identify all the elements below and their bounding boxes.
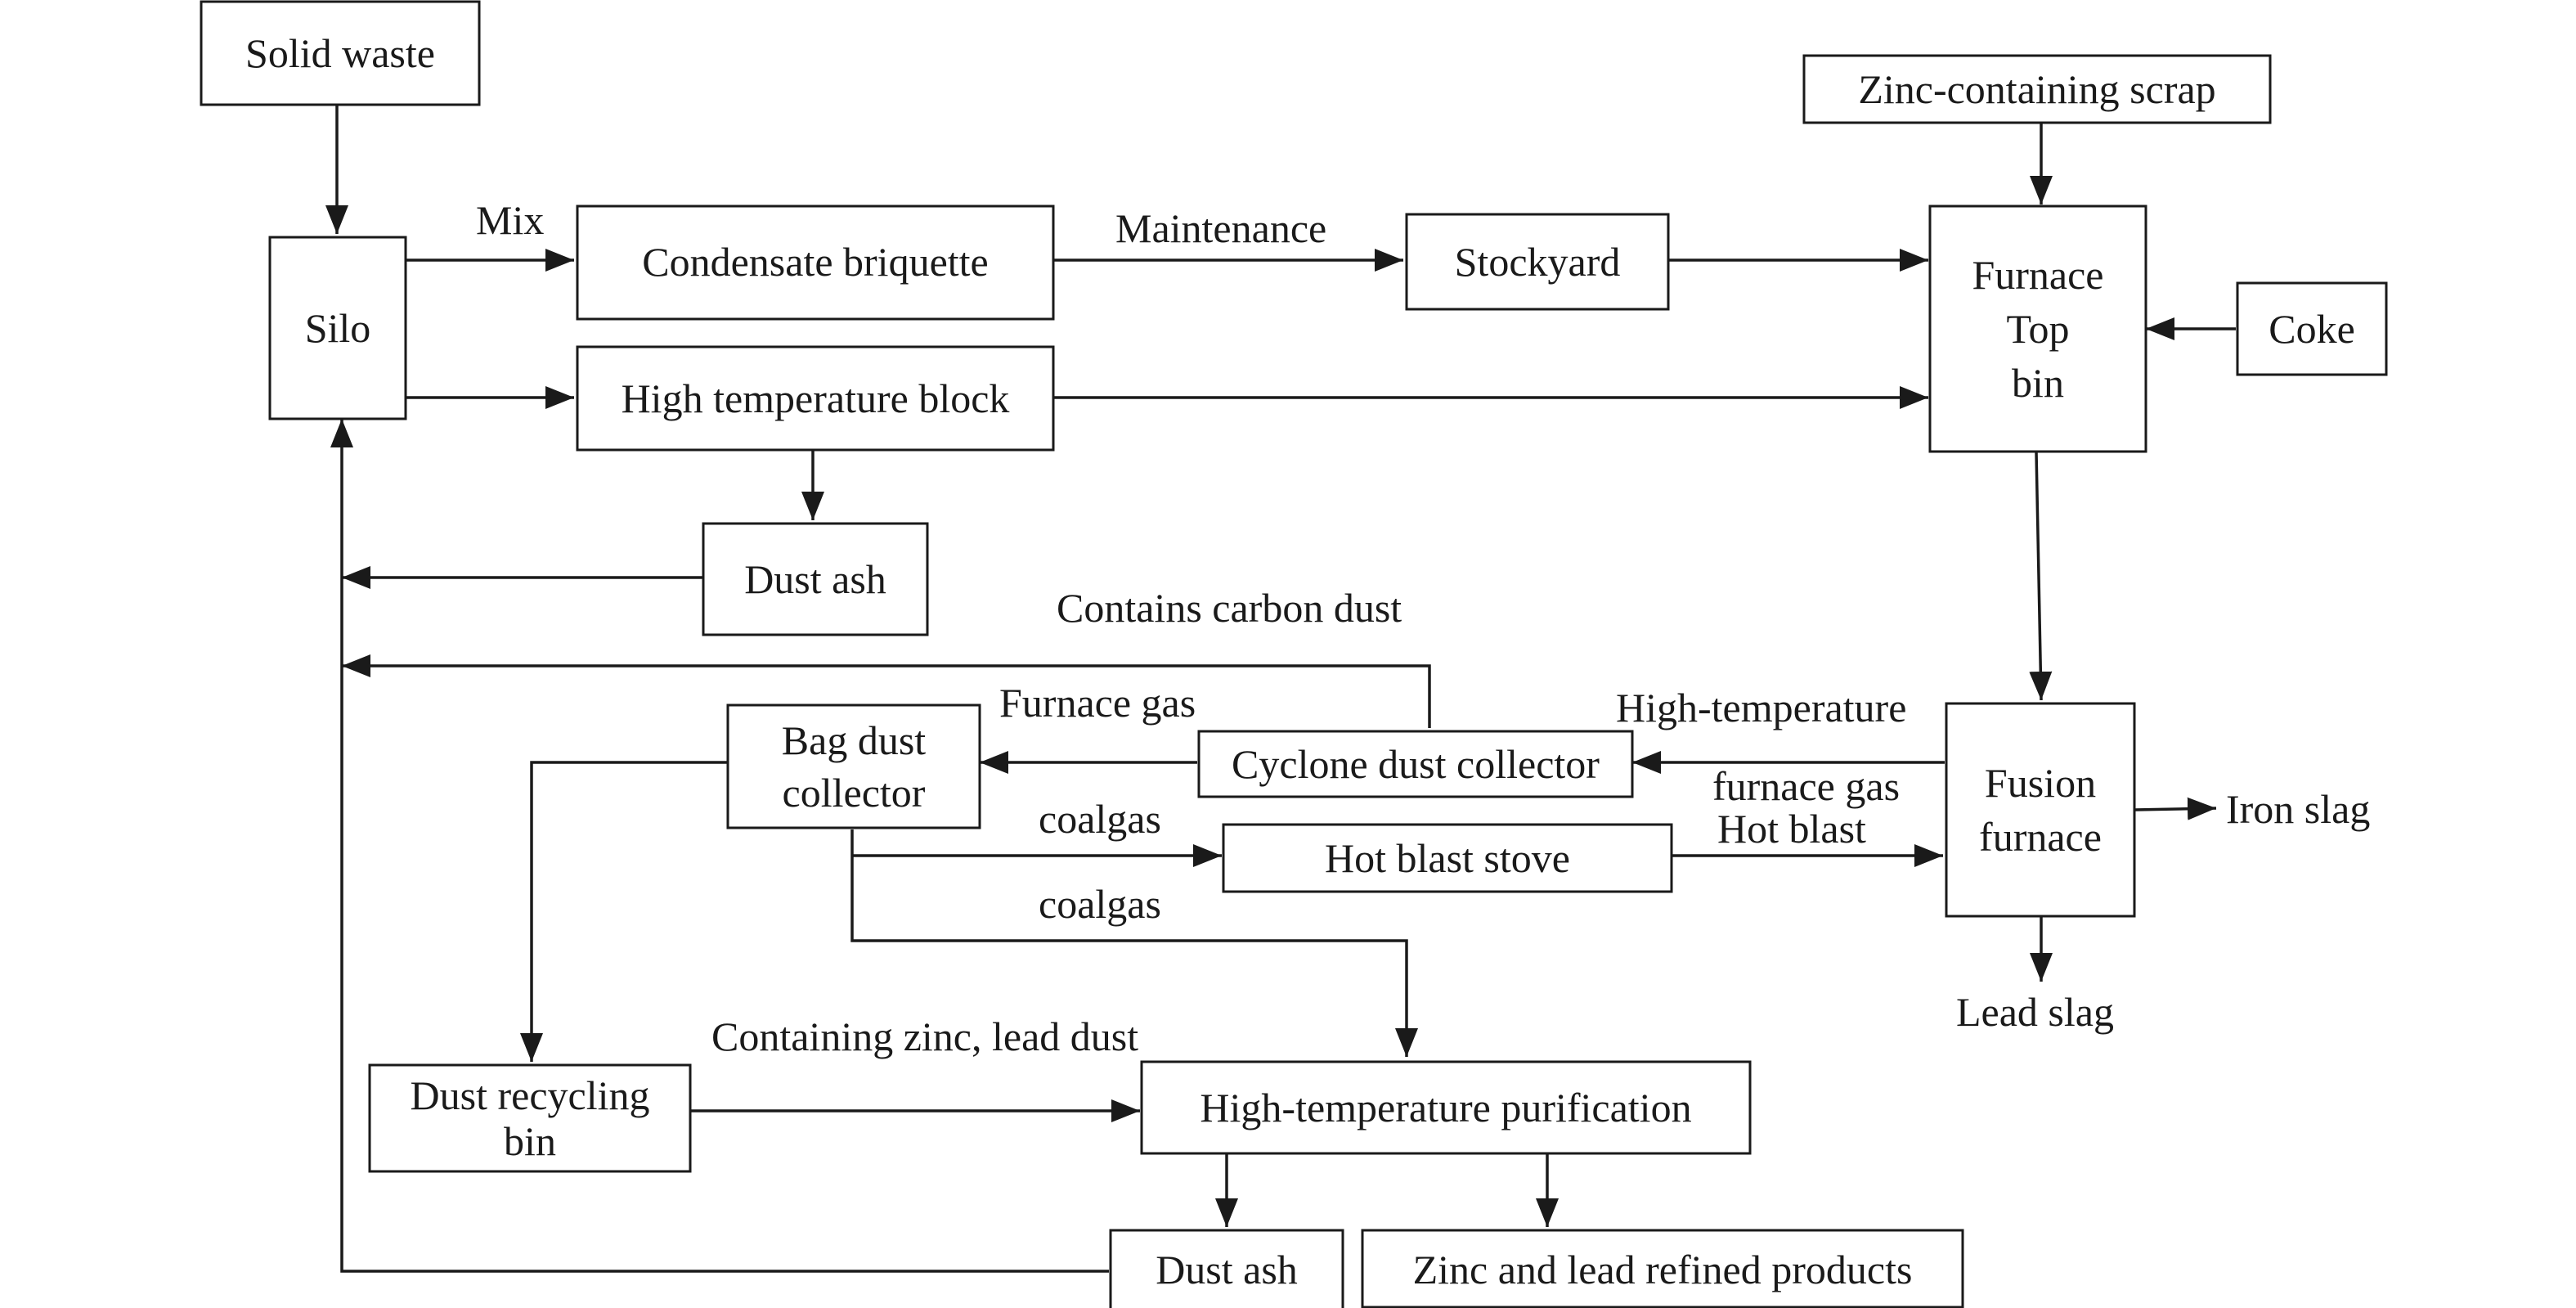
svg-text:High temperature block: High temperature block [622,375,1010,421]
svg-text:Stockyard: Stockyard [1455,239,1621,285]
node-silo: Silo [268,236,407,420]
terminal-iron-slag: Iron slag [2226,786,2370,832]
node-high-temperature-block: High temperature block [576,345,1055,452]
node-furnace-top-bin-label-line-1: Furnace [1972,252,2103,298]
node-stockyard-label-line-1: Stockyard [1455,239,1621,285]
terminal-lead-slag: Lead slag [1956,989,2114,1035]
node-hot-blast-stove: Hot blast stove [1222,823,1673,893]
node-bag-dust-collector-label-line-1: Bag dust [782,717,927,763]
edge-label-contains-carbon-dust: Contains carbon dust [1057,585,1402,631]
node-hot-blast-stove-label-line-1: Hot blast stove [1325,835,1570,881]
node-condensate-briquette-label-line-1: Condensate briquette [642,239,989,285]
node-high-temperature-purification: High-temperature purification [1140,1060,1752,1155]
node-solid-waste-label-line-1: Solid waste [245,30,435,76]
node-high-temperature-purification-label-line-1: High-temperature purification [1200,1085,1691,1130]
node-bag-dust-collector: Bag dust collector [726,703,981,829]
edge-label-furnace-gas: Furnace gas [999,680,1196,726]
node-furnace-top-bin-label-line-3: bin [2012,360,2064,406]
svg-text:Dust ash: Dust ash [1156,1247,1298,1292]
svg-text:Cyclone dust collector: Cyclone dust collector [1232,741,1600,787]
edge-label-coalgas-upper: coalgas [1039,796,1161,842]
node-coke-label-line-1: Coke [2269,306,2355,352]
edge-bag-collector-to-dust-recycling-bin [520,761,728,1062]
edge-label-high-temperature: High-temperature [1616,685,1906,730]
edge-label-mix: Mix [476,197,544,243]
svg-text:Dust ash: Dust ash [744,556,886,602]
node-high-temperature-block-label-line-1: High temperature block [622,375,1010,421]
edge-label-hot-blast: Hot blast [1717,806,1866,852]
edge-label-furnace-gas-lower: furnace gas [1712,763,1900,809]
node-fusion-furnace-label-line-2: furnace [1979,814,2102,860]
edge-label-containing-zinc-lead-dust: Containing zinc, lead dust [711,1014,1138,1059]
node-zinc-lead-refined-products-label-line-1: Zinc and lead refined products [1413,1247,1913,1292]
node-furnace-top-bin-label-line-2: Top [2006,306,2069,352]
nodes-layer: Solid waste Silo Condensate briquette Hi… [200,0,2388,1308]
edge-dust-ash-to-silo [330,419,1109,1273]
node-silo-label-line-1: Silo [305,305,371,351]
edges-layer [325,105,2236,1273]
node-zinc-containing-scrap: Zinc-containing scrap [1802,54,2272,124]
svg-text:High-temperature purification: High-temperature purification [1200,1085,1691,1130]
svg-text:Solid waste: Solid waste [245,30,435,76]
svg-text:Hot blast stove: Hot blast stove [1325,835,1570,881]
node-cyclone-dust-collector: Cyclone dust collector [1197,730,1634,798]
node-bag-dust-collector-label-line-2: collector [783,770,926,816]
svg-text:Silo: Silo [305,305,371,351]
edge-cyclone-to-return-line [342,654,1431,728]
node-cyclone-dust-collector-label-line-1: Cyclone dust collector [1232,741,1600,787]
svg-text:Coke: Coke [2269,306,2355,352]
node-dust-ash-bottom-label-line-1: Dust ash [1156,1247,1298,1292]
edge-fusion-furnace-to-iron-slag [2134,797,2217,820]
edge-label-maintenance: Maintenance [1115,205,1326,251]
node-condensate-briquette: Condensate briquette [576,205,1055,321]
node-fusion-furnace-label-line-1: Fusion [1985,760,2096,806]
node-stockyard: Stockyard [1405,213,1670,311]
node-dust-recycling-bin-label-line-1: Dust recycling [411,1072,650,1118]
node-solid-waste: Solid waste [200,0,481,106]
node-zinc-containing-scrap-label-line-1: Zinc-containing scrap [1858,66,2215,112]
node-dust-ash-bottom: Dust ash [1109,1229,1344,1308]
edge-bag-collector-to-purification [850,829,1418,1057]
node-dust-ash-top-label-line-1: Dust ash [744,556,886,602]
svg-text:Zinc and lead refined products: Zinc and lead refined products [1413,1247,1913,1292]
svg-text:Condensate briquette: Condensate briquette [642,239,989,285]
node-dust-ash-top: Dust ash [702,522,929,636]
node-fusion-furnace: Fusion furnace [1945,702,2136,918]
svg-text:Zinc-containing scrap: Zinc-containing scrap [1858,66,2215,112]
node-zinc-lead-refined-products: Zinc and lead refined products [1361,1229,1964,1308]
edge-label-coalgas-lower: coalgas [1039,881,1161,927]
labels-layer: Mix Maintenance Contains carbon dust Fur… [476,197,2370,1059]
node-dust-recycling-bin-label-line-2: bin [504,1118,556,1164]
edge-furnace-top-bin-to-fusion-furnace [2029,451,2053,701]
node-coke: Coke [2236,281,2388,376]
